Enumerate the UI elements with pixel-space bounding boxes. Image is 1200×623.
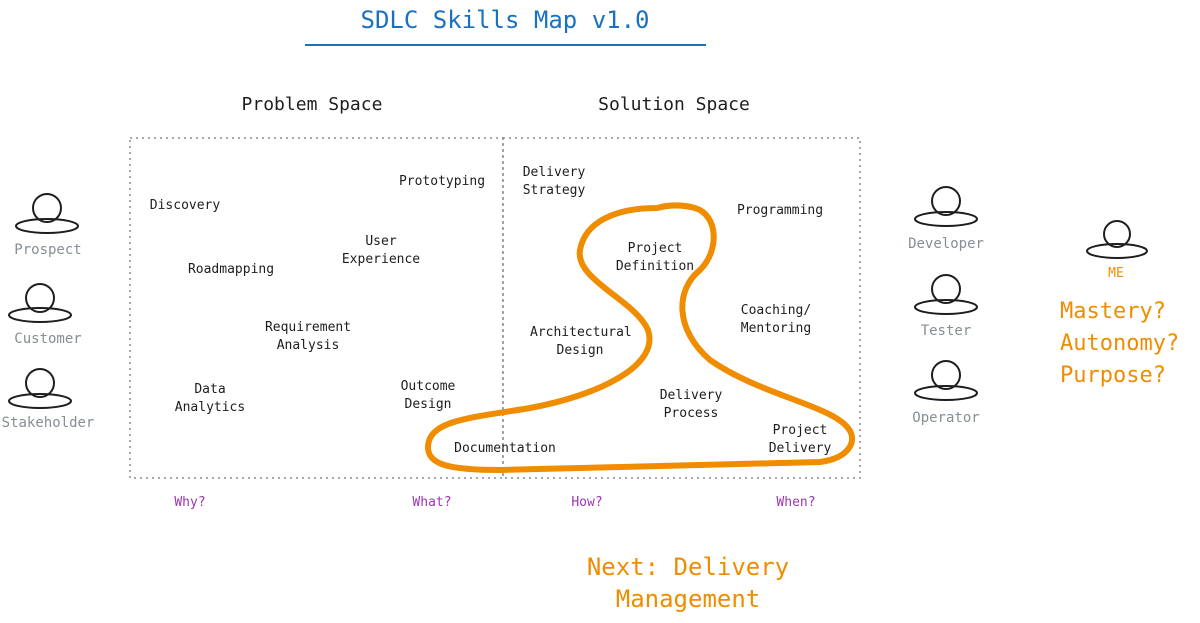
skill-coaching-mentoring: Coaching/ Mentoring xyxy=(740,303,812,336)
customer-person-icon xyxy=(8,283,72,323)
next-step-note: Next: Delivery Management xyxy=(586,553,790,613)
skill-discovery: Discovery xyxy=(149,198,221,213)
skill-delivery-process: Delivery Process xyxy=(659,388,723,421)
question-why: Why? xyxy=(174,495,206,510)
persona-label-customer: Customer xyxy=(14,331,82,347)
motivation-questions: Mastery? Autonomy? Purpose? xyxy=(1060,299,1180,388)
persona-label-stakeholder: Stakeholder xyxy=(1,415,95,431)
skill-architectural-design: Architectural Design xyxy=(530,325,632,358)
skill-user-experience: User Experience xyxy=(341,234,421,267)
skill-project-definition: Project Definition xyxy=(615,241,695,274)
problem-space-box xyxy=(129,137,504,479)
tester-person-icon xyxy=(914,274,978,315)
solution-space-box xyxy=(502,137,861,479)
question-how: How? xyxy=(571,495,603,510)
persona-label-operator: Operator xyxy=(912,410,980,426)
skill-programming: Programming xyxy=(736,203,824,218)
skill-roadmapping: Roadmapping xyxy=(187,262,275,277)
question-what: What? xyxy=(412,495,452,510)
persona-label-developer: Developer xyxy=(908,236,984,252)
developer-person-icon xyxy=(914,186,978,227)
persona-label-tester: Tester xyxy=(920,323,972,339)
skill-documentation: Documentation xyxy=(454,441,556,456)
skill-data-analytics: Data Analytics xyxy=(174,382,246,415)
skill-outcome-design: Outcome Design xyxy=(400,379,456,412)
me-label: ME xyxy=(1108,266,1124,281)
skill-requirement-analysis: Requirement Analysis xyxy=(264,320,352,353)
prospect-person-icon xyxy=(15,193,79,234)
solution-space-header: Solution Space xyxy=(598,94,750,115)
persona-label-prospect: Prospect xyxy=(14,242,82,258)
skill-delivery-strategy: Delivery Strategy xyxy=(522,165,586,198)
problem-space-header: Problem Space xyxy=(241,94,383,115)
skill-prototyping: Prototyping xyxy=(398,174,486,189)
operator-person-icon xyxy=(914,360,978,401)
focus-area-outline xyxy=(425,202,855,473)
question-when: When? xyxy=(776,495,816,510)
diagram-title: SDLC Skills Map v1.0 xyxy=(360,6,650,34)
skill-project-delivery: Project Delivery xyxy=(768,423,832,456)
me-person-icon xyxy=(1086,220,1148,259)
stakeholder-person-icon xyxy=(8,368,72,409)
title-underline xyxy=(305,44,706,46)
